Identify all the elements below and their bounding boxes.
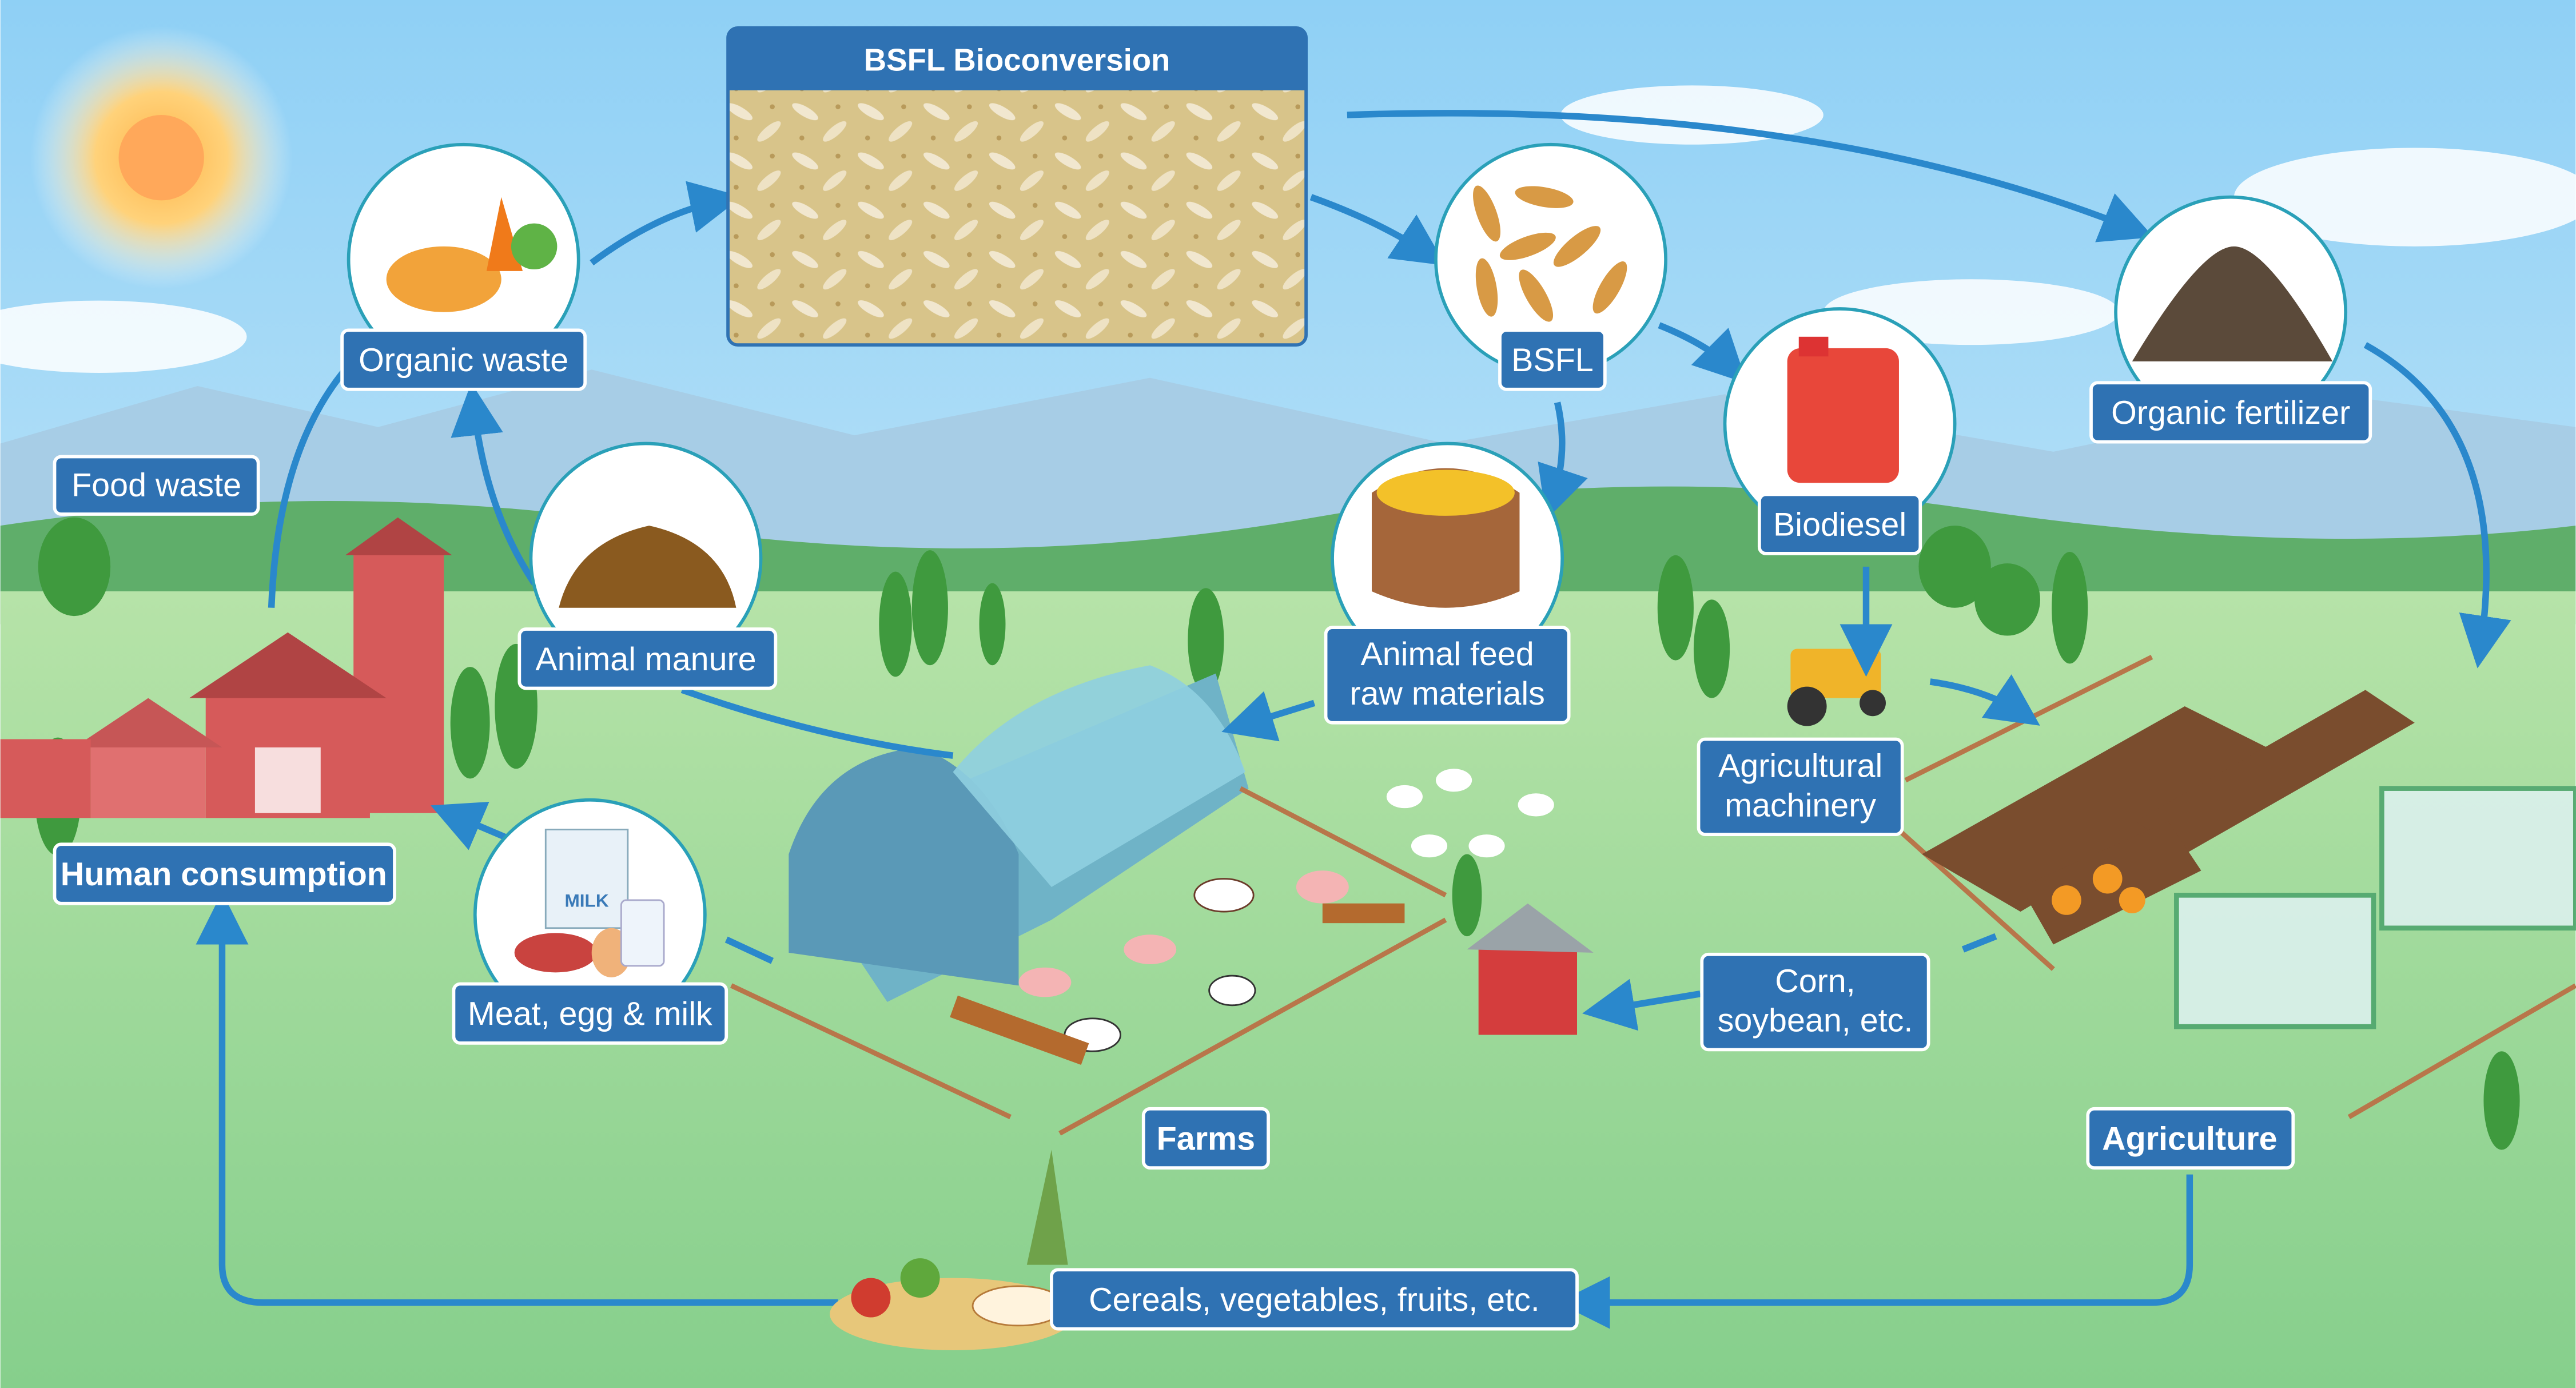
svg-text:Organic waste: Organic waste [359, 342, 568, 379]
svg-text:Human consumption: Human consumption [61, 856, 387, 893]
corn-link [1961, 933, 1997, 953]
svg-text:Meat, egg & milk: Meat, egg & milk [468, 996, 712, 1032]
svg-text:Organic fertilizer: Organic fertilizer [2111, 395, 2350, 431]
svg-text:Animal feed: Animal feed [1360, 636, 1534, 673]
svg-text:Farms: Farms [1157, 1121, 1255, 1158]
label-agriculture: Agriculture [2086, 1107, 2295, 1170]
harvest-produce-icon [830, 1150, 1076, 1350]
meat-link [724, 936, 774, 964]
meat-icon [514, 933, 597, 973]
svg-text:Biodiesel: Biodiesel [1773, 506, 1906, 543]
svg-text:soybean, etc.: soybean, etc. [1718, 1003, 1913, 1039]
label-cereals: Cereals, vegetables, fruits, etc. [1050, 1268, 1579, 1331]
svg-text:Cereals, vegetables, fruits, e: Cereals, vegetables, fruits, etc. [1089, 1282, 1540, 1318]
milk-carton-text: MILK [564, 890, 608, 910]
label-bsfl: BSFL [1498, 328, 1607, 391]
svg-text:Agriculture: Agriculture [2102, 1121, 2277, 1158]
svg-text:Food waste: Food waste [71, 467, 241, 503]
node-illustrations: MILK [386, 185, 2333, 977]
sun-core [118, 115, 204, 201]
soil-pile-icon [2132, 246, 2333, 361]
svg-text:Animal manure: Animal manure [535, 641, 756, 678]
clouds [0, 85, 2576, 373]
label-corn-soybean: Corn,soybean, etc. [1700, 952, 1930, 1052]
larvae-icon [1473, 185, 1627, 322]
svg-text:machinery: machinery [1725, 787, 1876, 824]
label-animal-manure: Animal manure [517, 627, 778, 690]
label-human-consumption: Human consumption [53, 842, 396, 905]
svg-text:BSFL: BSFL [1511, 342, 1594, 379]
label-organic-waste: Organic waste [340, 328, 587, 391]
labels: Organic waste Food waste Animal manure H… [53, 328, 2372, 1331]
panel-title: BSFL Bioconversion [864, 43, 1170, 78]
manure-link [680, 686, 954, 759]
svg-text:raw materials: raw materials [1349, 675, 1545, 712]
label-farms: Farms [1141, 1107, 1270, 1170]
label-biodiesel: Biodiesel [1757, 492, 1922, 555]
chicken-coop [1467, 903, 1594, 1035]
tractor-icon [1787, 649, 1886, 726]
label-organic-fertilizer: Organic fertilizer [2089, 381, 2372, 444]
food-scraps-icon [386, 246, 501, 312]
farmhouse-barn [0, 517, 452, 818]
crop-fields [1922, 690, 2576, 1029]
label-food-waste: Food waste [53, 455, 260, 516]
manure-icon [559, 526, 736, 608]
svg-text:Corn,: Corn, [1775, 963, 1855, 1000]
svg-text:Agricultural: Agricultural [1718, 748, 1882, 785]
livestock [950, 769, 1554, 1065]
bsfl-bioconversion-panel: BSFL Bioconversion [726, 26, 1308, 347]
livestock-barns [789, 665, 1249, 1003]
fences [730, 655, 2576, 1136]
trees [35, 517, 2520, 1150]
label-meat-egg-milk: Meat, egg & milk [452, 982, 728, 1045]
milk-carton-icon [544, 829, 629, 929]
fuel-canister-icon [1787, 348, 1899, 483]
